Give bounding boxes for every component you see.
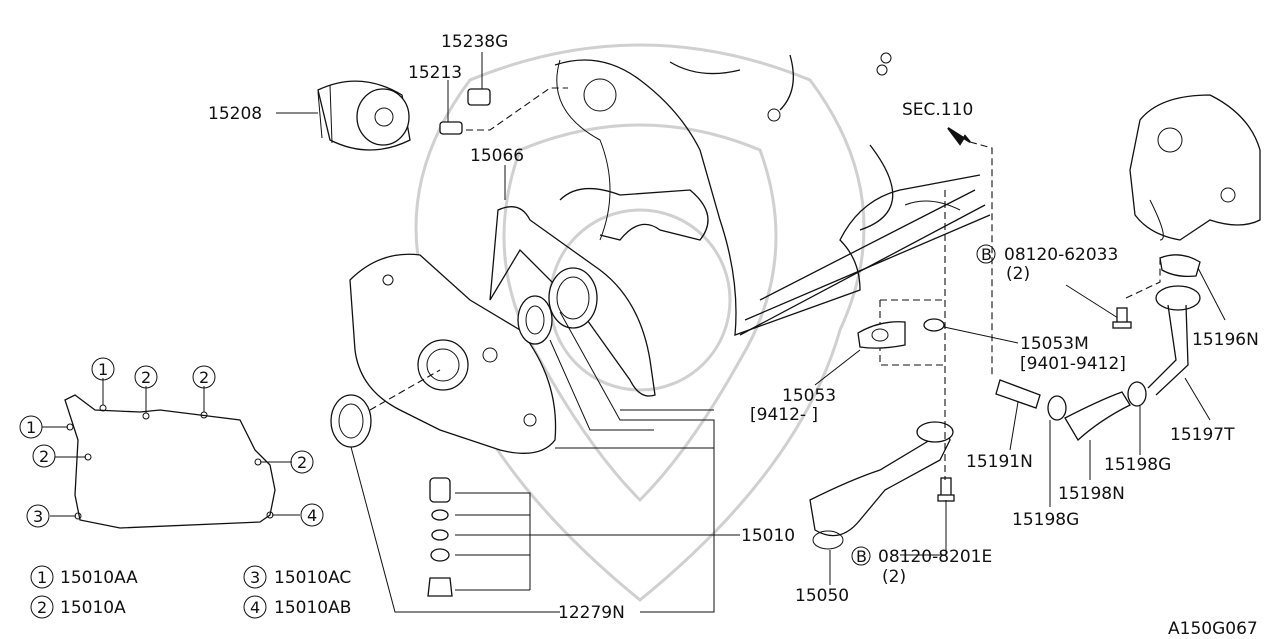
regulator-valve-parts xyxy=(427,477,453,597)
oil-feed-pipe xyxy=(1147,285,1201,396)
label-08120-8201E: 08120-8201E xyxy=(878,547,992,567)
pump-body-outline xyxy=(64,394,276,529)
svg-text:1: 1 xyxy=(98,360,108,379)
svg-text:4: 4 xyxy=(250,598,260,617)
svg-text:15010AC: 15010AC xyxy=(274,568,351,588)
label-15198G-upper: 15198G xyxy=(1104,455,1171,475)
label-15198G-lower: 15198G xyxy=(1012,510,1079,530)
svg-text:2: 2 xyxy=(39,447,49,466)
strainer-gasket xyxy=(857,321,906,349)
oil-filter xyxy=(317,80,411,151)
oil-pump-housing xyxy=(349,253,557,454)
bolt-callouts: 1 2 2 1 2 2 3 4 xyxy=(19,357,324,528)
svg-text:2: 2 xyxy=(141,368,151,387)
bolt-marker-b-lower-text: B xyxy=(856,547,867,566)
svg-text:1: 1 xyxy=(37,568,47,587)
section-ref: SEC.110 xyxy=(902,100,973,120)
svg-text:15010AB: 15010AB xyxy=(274,598,351,618)
bolt-holes xyxy=(66,404,274,520)
turbo-gasket xyxy=(1159,254,1201,278)
oil-hose xyxy=(1047,381,1147,442)
o-ring xyxy=(923,318,945,332)
label-15238G: 15238G xyxy=(441,32,508,52)
legend-item: 1 15010AA xyxy=(30,565,138,589)
legend-item: 4 15010AB xyxy=(243,595,351,619)
bolt-legend: 1 15010AA 2 15010A 3 15010AC 4 15010AB xyxy=(30,565,351,619)
front-cover-gasket xyxy=(489,206,656,397)
label-08120-62033: 08120-62033 xyxy=(1004,245,1118,265)
label-15050: 15050 xyxy=(795,586,849,606)
legend-item: 2 15010A xyxy=(30,595,126,619)
svg-text:1: 1 xyxy=(26,418,36,437)
oil-strainer xyxy=(809,421,954,550)
label-15053M: 15053M xyxy=(1020,334,1089,354)
label-12279N: 12279N xyxy=(558,603,625,623)
label-15197T: 15197T xyxy=(1170,425,1235,445)
diagram-code: A150G067 xyxy=(1168,619,1258,639)
label-15191N: 15191N xyxy=(966,452,1033,472)
label-15066: 15066 xyxy=(470,146,524,166)
label-08120-62033-qty: (2) xyxy=(1006,264,1030,284)
label-15198N: 15198N xyxy=(1058,484,1125,504)
label-15053: 15053 xyxy=(782,386,836,406)
turbocharger-assembly xyxy=(1129,94,1261,241)
svg-text:2: 2 xyxy=(37,598,47,617)
svg-text:4: 4 xyxy=(307,506,317,525)
engine-block xyxy=(554,52,991,336)
strainer-bolt xyxy=(937,477,955,502)
pipe-connector xyxy=(995,379,1041,409)
filter-connector xyxy=(439,121,463,135)
relief-plug xyxy=(467,88,491,106)
front-oil-seal xyxy=(330,394,372,448)
label-15053-range: [9412- ] xyxy=(750,405,818,425)
svg-text:3: 3 xyxy=(33,507,43,526)
legend-item: 3 15010AC xyxy=(243,565,351,589)
svg-text:3: 3 xyxy=(250,568,260,587)
label-15010: 15010 xyxy=(741,526,795,546)
label-15196N: 15196N xyxy=(1192,330,1259,350)
svg-text:15010AA: 15010AA xyxy=(60,568,138,588)
bolt-marker-b-lower xyxy=(851,546,871,566)
bolt-marker-b-upper-text: B xyxy=(981,245,992,264)
label-08120-8201E-qty: (2) xyxy=(882,567,906,587)
section-arrow-icon xyxy=(947,127,971,146)
label-15053M-range: [9401-9412] xyxy=(1020,354,1126,374)
svg-text:2: 2 xyxy=(297,453,307,472)
label-15208: 15208 xyxy=(208,104,262,124)
svg-text:15010A: 15010A xyxy=(60,598,126,618)
bolt-marker-b-upper xyxy=(976,244,996,264)
oil-pipe-bolt xyxy=(1112,307,1132,329)
label-15213: 15213 xyxy=(408,63,462,83)
svg-text:2: 2 xyxy=(199,368,209,387)
